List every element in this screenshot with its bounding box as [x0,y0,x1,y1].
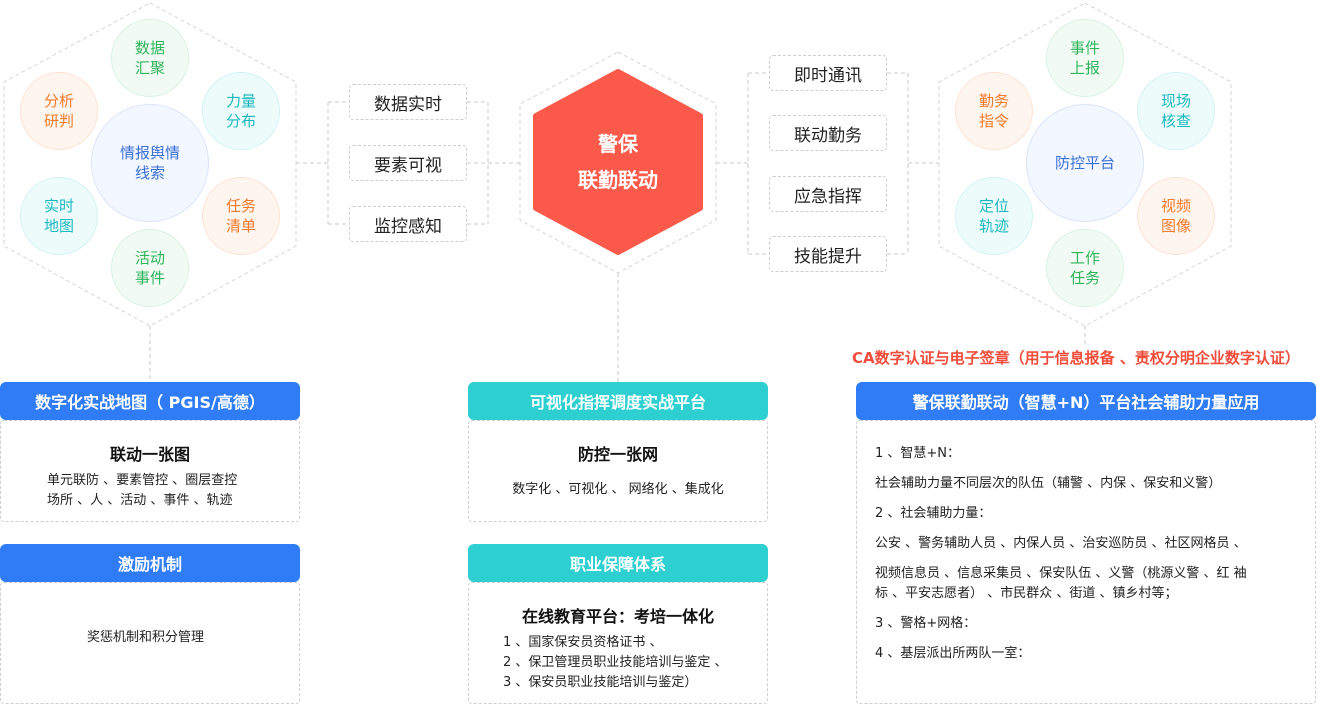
right-node-duty-order: 勤务 指令 [955,72,1033,150]
left-node-activity-event: 活动 事件 [111,229,189,307]
center-hub-line1: 警保 [598,132,638,156]
center-hub-line2: 联勤联动 [578,168,658,192]
panel-map-title: 联动一张图 [109,445,190,464]
left-node-analysis: 分析 研判 [20,72,98,150]
left-node-realtime-map: 实时 地图 [20,177,98,255]
panel-social-line-4: 公安 、警务辅助人员 、内保人员 、治安巡防员 、社区网格员 、 [875,536,1247,551]
right-center-circle: 防控平台 [1026,104,1144,222]
panel-social-header: 警保联勤联动（智慧+N）平台社会辅助力量应用 [856,382,1316,420]
right-node-video-image: 视频 图像 [1137,177,1215,255]
panel-visual-text: 数字化 、可视化 、 网络化 、集成化 [512,482,724,497]
panel-career-line-2: 2 、保卫管理员职业技能培训与鉴定 、 [503,655,728,670]
right-center-label: 防控平台 [1054,154,1115,172]
panel-visual: 防控一张网 数字化 、可视化 、 网络化 、集成化 [468,420,768,522]
panel-visual-header: 可视化指挥调度实战平台 [468,382,768,420]
panel-incentive-header: 激励机制 [0,544,300,582]
panel-incentive-text: 奖惩机制和积分管理 [87,630,205,645]
panel-social-line-5: 视频信息员 、信息采集员 、保安队伍 、义警（桃源义警 、红 袖 [875,566,1247,581]
panel-map-line-1: 单元联防 、要素管控 、圈层查控 [47,473,238,488]
right-node-site-check: 现场 核查 [1137,72,1215,150]
panel-career-header: 职业保障体系 [468,544,768,582]
panel-map-header: 数字化实战地图（ PGIS/高德） [0,382,300,420]
panel-social-line-8: 4 、基层派出所两队一室： [875,646,1031,661]
panel-social-line-1: 1 、智慧+N： [875,446,961,461]
right-node-work-task: 工作 任务 [1046,229,1124,307]
ca-note: CA数字认证与电子签章（用于信息报备 、责权分明企业数字认证） [852,349,1300,367]
left-node-force-distribution: 力量 分布 [202,72,280,150]
panel-map-line-2: 场所 、人 、活动 、事件 、轨迹 [47,493,233,508]
left-center-label: 情报舆情 线索 [119,144,180,182]
left-node-task-list: 任务 清单 [202,177,280,255]
panel-career: 在线教育平台：考培一体化 1 、国家保安员资格证书 、 2 、保卫管理员职业技能… [468,582,768,704]
panel-social-line-6: 标 、平安志愿者） 、市民群众 、街道 、镇乡村等； [875,586,1178,601]
center-hub: 警保 联勤联动 [536,116,700,208]
panel-social-line-3: 2 、社会辅助力量： [875,506,992,521]
left-center-circle: 情报舆情 线索 [91,104,209,222]
box-joint-duty: 联动勤务 [769,115,887,151]
panel-career-line-3: 3 、保安员职业技能培训与鉴定） [503,675,698,690]
box-emergency-command: 应急指挥 [769,176,887,212]
panel-social: 1 、智慧+N： 社会辅助力量不同层次的队伍（辅警 、内保 、保安和义警） 2 … [856,420,1316,704]
panel-map: 联动一张图 单元联防 、要素管控 、圈层查控 场所 、人 、活动 、事件 、轨迹 [0,420,300,522]
box-element-visual: 要素可视 [349,145,467,181]
panel-career-line-1: 1 、国家保安员资格证书 、 [503,635,663,650]
panel-visual-title: 防控一张网 [577,445,658,464]
box-skill-improve: 技能提升 [769,236,887,272]
panel-career-title: 在线教育平台：考培一体化 [521,607,714,626]
panel-social-line-7: 3 、警格+网格： [875,616,977,631]
box-monitor-sense: 监控感知 [349,206,467,242]
right-node-event-report: 事件 上报 [1046,19,1124,97]
box-data-realtime: 数据实时 [349,84,467,120]
left-node-data-aggregate: 数据 汇聚 [111,19,189,97]
panel-social-line-2: 社会辅助力量不同层次的队伍（辅警 、内保 、保安和义警） [875,476,1222,491]
panel-incentive: 奖惩机制和积分管理 [0,582,300,704]
box-instant-msg: 即时通讯 [769,55,887,91]
right-node-location-track: 定位 轨迹 [955,177,1033,255]
